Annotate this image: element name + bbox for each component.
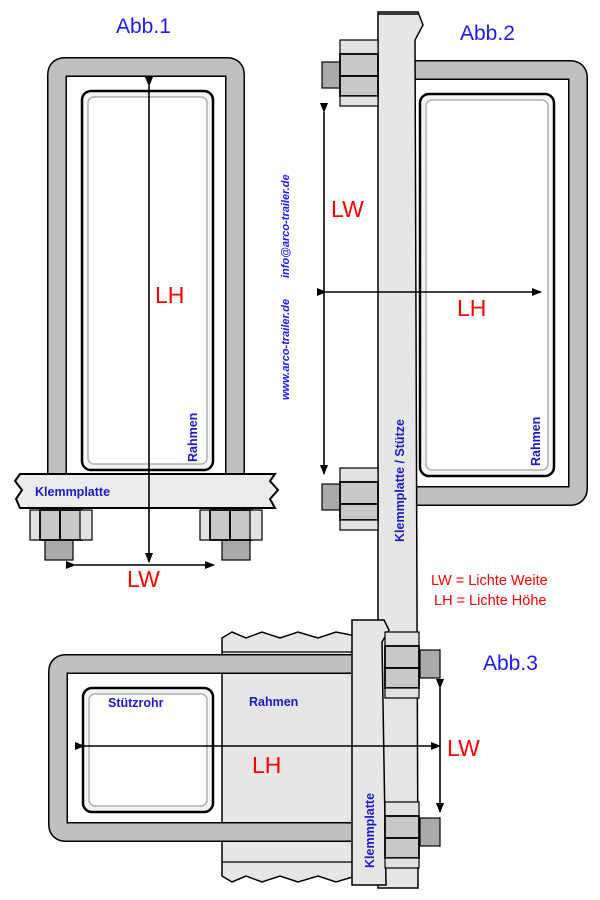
fig3-nut-top <box>384 631 441 699</box>
fig1-u-bolt <box>47 57 245 520</box>
figure-1-title: Abb.1 <box>116 15 171 38</box>
fig1-nut-right <box>199 509 263 561</box>
figure-2: Abb.2 LW LH <box>317 11 588 889</box>
fig3-tube-label: Stützrohr <box>108 696 164 710</box>
email-text: info@arco-trailer.de <box>280 174 292 278</box>
figure-3-title: Abb.3 <box>483 652 538 675</box>
figure-2-title: Abb.2 <box>460 22 515 45</box>
figure-3: Abb.3 Rahmen Stützrohr Klemmplatte <box>48 619 538 886</box>
figure-1: Abb.1 Klemmplatte LH <box>13 15 280 592</box>
fig3-nut-bottom <box>384 801 441 869</box>
fig1-lh-label: LH <box>155 282 184 308</box>
fig1-nut-left <box>29 509 93 561</box>
legend-lw: LW = Lichte Weite <box>431 573 548 589</box>
fig3-u-bolt <box>48 654 352 842</box>
fig3-lh-label: LH <box>252 752 281 778</box>
fig3-plate-label: Klemmplatte <box>363 793 377 868</box>
fig1-plate-label: Klemmplatte <box>35 485 110 499</box>
legend-lh: LH = Lichte Höhe <box>434 593 546 609</box>
fig2-lw-label: LW <box>331 196 364 222</box>
fig1-frame-label: Rahmen <box>186 413 200 462</box>
fig2-frame-label: Rahmen <box>529 417 543 466</box>
fig2-nut-bottom <box>321 467 379 531</box>
fig2-nut-top <box>321 39 379 107</box>
fig2-u-bolt <box>340 60 588 506</box>
fig3-lw-label: LW <box>447 735 480 761</box>
fig2-lh-label: LH <box>457 295 486 321</box>
fig3-frame-label: Rahmen <box>249 695 298 709</box>
fig3-clamp-plate <box>351 619 390 886</box>
website-text: www.arco-trailer.de <box>280 299 292 400</box>
fig1-lw-label: LW <box>127 566 160 592</box>
fig2-plate-label: Klemmplatte / Stütze <box>393 419 407 542</box>
